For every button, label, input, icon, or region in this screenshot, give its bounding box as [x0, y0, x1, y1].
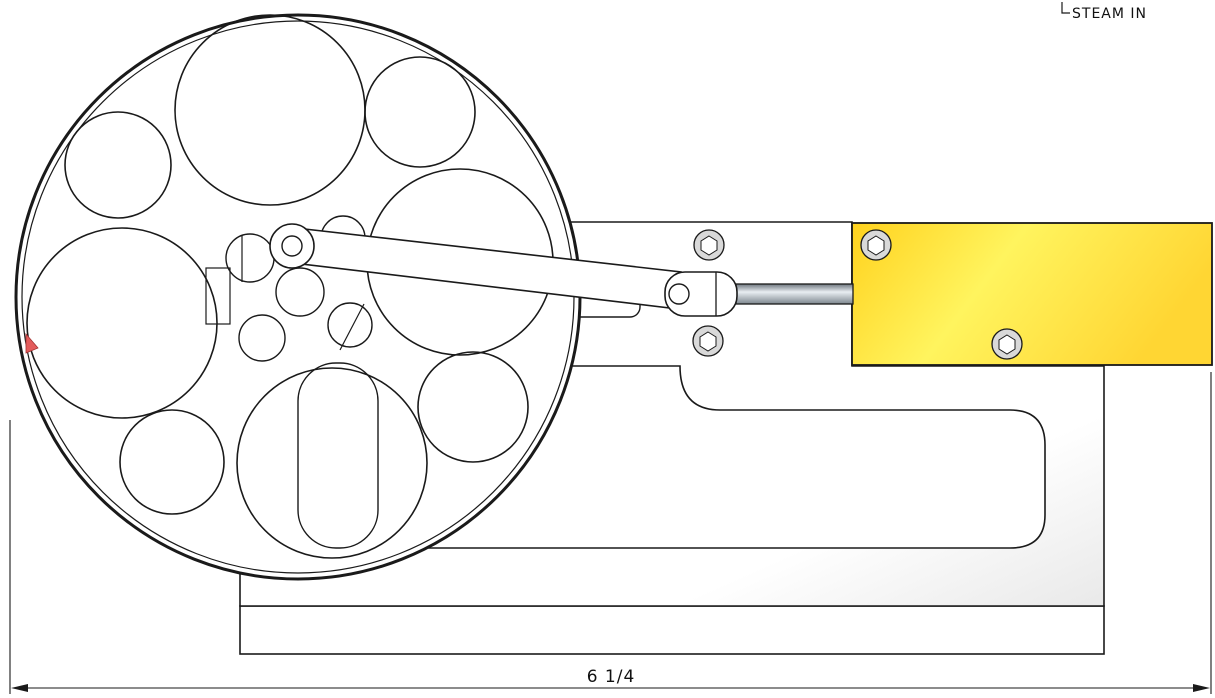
crosshead: [664, 271, 738, 317]
base-plate: [239, 605, 1105, 655]
flywheel-hole: [417, 351, 529, 463]
flywheel-hole-small: [327, 302, 373, 348]
flywheel-hole: [119, 409, 225, 515]
callout-label: STEAM IN: [1072, 6, 1147, 22]
flywheel: [14, 13, 582, 581]
crosshead-pin: [668, 283, 690, 305]
crank-web: [205, 267, 231, 325]
callout-leader: [1061, 2, 1070, 14]
cylinder-bolt: [991, 328, 1023, 360]
flywheel-hole: [26, 227, 218, 419]
cylinder-bolt: [860, 229, 892, 261]
piston-rod: [735, 283, 854, 305]
crankshaft-slot: [297, 362, 379, 549]
bolt: [693, 229, 725, 261]
bolt: [692, 325, 724, 357]
flywheel-hole: [64, 111, 172, 219]
flywheel-hole-small: [238, 314, 286, 362]
flywheel-hole: [236, 367, 428, 559]
position-marker: [25, 332, 39, 354]
cylinder: [851, 222, 1213, 366]
dimension-label: 6 1/4: [587, 667, 636, 687]
flywheel-hole: [364, 56, 476, 168]
flywheel-hole-small: [275, 267, 325, 317]
dimension-line: [9, 372, 1212, 694]
crank-pin: [281, 235, 303, 257]
